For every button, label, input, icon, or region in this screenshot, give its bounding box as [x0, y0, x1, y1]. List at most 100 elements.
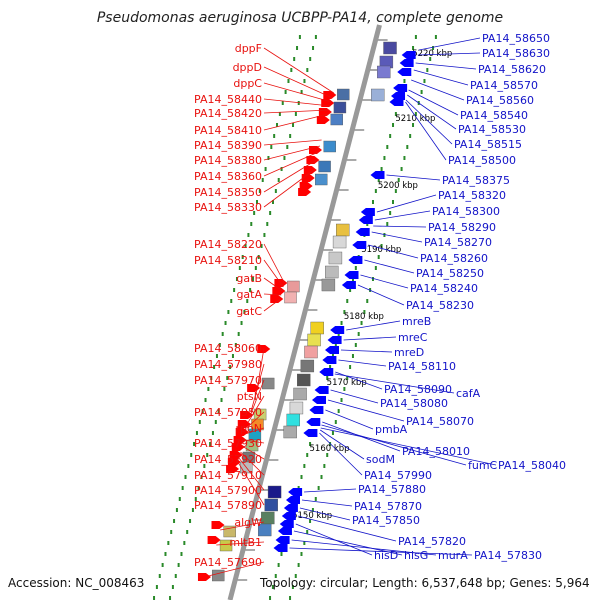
track-tick	[204, 398, 207, 402]
forward-gene-arrow	[211, 521, 225, 529]
forward-leader-line	[237, 461, 265, 506]
reverse-leader-line	[371, 231, 423, 243]
reverse-gene-label: PA14_57820	[398, 535, 466, 548]
reverse-gene-arrow	[279, 520, 294, 528]
forward-leader-line	[263, 243, 285, 284]
reverse-gene-arrow	[341, 281, 356, 289]
scale-label: 5150 kbp	[292, 511, 332, 521]
track-tick	[374, 189, 377, 193]
track-tick	[174, 574, 177, 578]
track-tick	[272, 200, 274, 204]
track-tick	[303, 464, 306, 468]
track-tick	[331, 431, 334, 435]
genome-backbone	[227, 24, 382, 600]
reverse-gene-label: mreC	[398, 331, 428, 344]
gene-block	[383, 41, 397, 55]
track-tick	[280, 167, 283, 171]
track-tick	[389, 134, 392, 138]
track-tick	[334, 420, 337, 424]
track-tick	[213, 365, 216, 369]
reverse-gene-label: PA14_58260	[420, 252, 488, 265]
gene-block	[325, 265, 339, 279]
track-tick	[167, 541, 170, 545]
track-tick	[269, 211, 272, 215]
reverse-leader-line	[357, 284, 405, 306]
reverse-gene-arrow	[303, 429, 318, 437]
track-tick	[357, 332, 360, 336]
forward-gene-label: rpoN	[236, 422, 262, 435]
forward-gene-arrow	[227, 458, 241, 466]
reverse-gene-label: PA14_58560	[466, 94, 534, 107]
genome-summary-text: Topology: circular; Length: 6,537,648 bp…	[260, 576, 590, 590]
reverse-leader-line	[343, 336, 397, 341]
track-tick	[243, 310, 246, 314]
track-tick	[294, 112, 297, 116]
reverse-leader-line	[405, 99, 453, 145]
track-tick	[434, 35, 437, 39]
track-tick	[314, 35, 317, 39]
forward-gene-label: PA14_58350	[194, 186, 262, 199]
track-tick	[296, 46, 299, 50]
gene-block	[332, 235, 347, 249]
track-tick	[240, 321, 243, 325]
scale-label: 5200 kbp	[378, 181, 418, 191]
forward-gene-label: PA14_57930	[194, 437, 262, 450]
track-tick	[170, 530, 173, 534]
reverse-gene-label: PA14_58320	[438, 189, 506, 202]
track-tick	[289, 596, 292, 600]
reverse-gene-arrow	[389, 98, 404, 106]
forward-gene-label: PA14_58360	[194, 170, 262, 183]
track-tick	[429, 57, 432, 61]
track-tick	[277, 178, 280, 182]
track-tick	[263, 233, 266, 237]
forward-leader-line	[263, 159, 317, 193]
track-tick	[303, 541, 306, 545]
track-tick	[383, 233, 386, 237]
forward-gene-label: PA14_58390	[194, 139, 262, 152]
reverse-gene-label: PA14_57830	[474, 549, 542, 562]
forward-leader-line	[263, 66, 333, 99]
track-tick	[294, 574, 297, 578]
track-tick	[181, 486, 184, 490]
track-tick	[403, 156, 406, 160]
track-tick	[389, 211, 392, 215]
forward-gene-arrow	[301, 174, 315, 182]
forward-gene-arrow	[226, 465, 240, 473]
reverse-leader-line	[330, 389, 379, 404]
gene-block	[304, 345, 318, 359]
forward-gene-arrow	[272, 287, 286, 295]
track-tick	[366, 299, 369, 303]
track-tick	[312, 46, 315, 50]
forward-gene-label: gatC	[236, 305, 262, 318]
reverse-gene-label: PA14_58530	[458, 123, 526, 136]
reverse-gene-arrow	[370, 171, 385, 179]
reverse-gene-arrow	[286, 496, 300, 504]
track-tick	[161, 563, 164, 567]
forward-gene-arrow	[306, 156, 320, 164]
forward-gene-label: dppC	[233, 77, 262, 90]
gene-block	[264, 498, 278, 512]
track-tick	[247, 233, 250, 237]
forward-gene-label: PA14_57900	[194, 484, 262, 497]
genome-title: Pseudomonas aeruginosa UCBPP-PA14, compl…	[96, 10, 504, 26]
track-tick	[191, 508, 194, 512]
forward-leader-line	[263, 259, 284, 288]
reverse-gene-arrow	[401, 51, 416, 59]
forward-leader-line	[240, 451, 265, 476]
reverse-gene-arrow	[327, 336, 342, 344]
reverse-leader-line	[299, 507, 351, 521]
reverse-gene-label: PA14_57880	[358, 483, 426, 496]
forward-gene-arrow	[323, 91, 337, 99]
reverse-gene-label: pmbA	[375, 423, 408, 436]
track-tick	[292, 123, 295, 127]
track-tick	[278, 112, 281, 116]
reverse-gene-arrow	[397, 68, 412, 76]
gene-block	[245, 439, 259, 452]
gene-block	[318, 160, 331, 173]
track-tick	[180, 552, 183, 556]
reverse-leader-line	[373, 225, 427, 228]
reverse-gene-arrow	[344, 271, 359, 279]
forward-gene-label: PA14_57690	[194, 556, 262, 569]
track-tick	[392, 200, 394, 204]
